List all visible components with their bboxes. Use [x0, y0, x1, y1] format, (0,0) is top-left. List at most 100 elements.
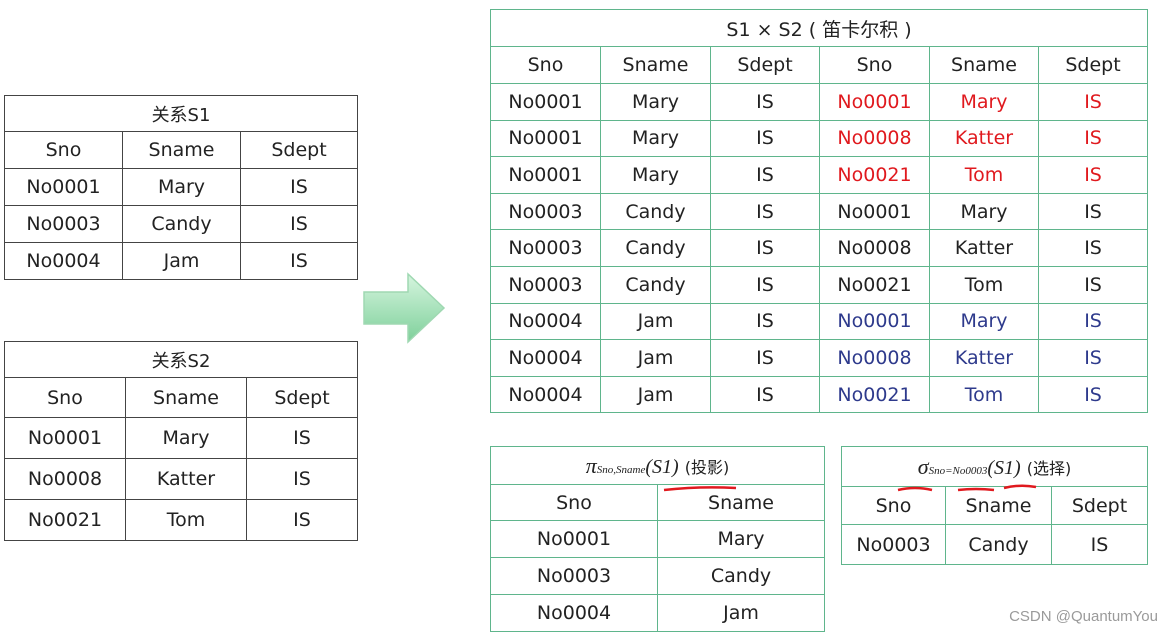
- cell: Katter: [929, 229, 1039, 267]
- projection-title: πSno,Sname(S1) (投影): [489, 446, 826, 485]
- header-sno: Sno: [841, 486, 946, 525]
- cell: IS: [1037, 265, 1149, 304]
- cell: Mary: [600, 119, 711, 158]
- cell: No0001: [819, 192, 930, 231]
- table-row: No0003 Candy IS: [841, 524, 1148, 565]
- cell: Candy: [600, 192, 711, 231]
- cell: Tom: [929, 156, 1039, 194]
- header-sdept: Sdept: [1051, 486, 1148, 525]
- header-sname: Sname: [600, 46, 711, 84]
- cell: Mary: [656, 520, 826, 558]
- cell: IS: [239, 242, 359, 280]
- cell: Candy: [600, 265, 711, 304]
- selection-title: σSno=No0003(S1) (选择): [841, 446, 1148, 487]
- cell: IS: [1037, 83, 1149, 121]
- relation-s1-title: 关系S1: [3, 95, 359, 132]
- cell: Jam: [600, 375, 711, 414]
- cell: No0001: [4, 168, 123, 206]
- cell: IS: [710, 119, 820, 158]
- cell: IS: [245, 499, 359, 541]
- cell: Jam: [656, 594, 826, 632]
- cell: IS: [1037, 119, 1149, 158]
- selection-label: (选择): [1026, 458, 1072, 478]
- cell: No0003: [490, 192, 601, 231]
- cell: Candy: [122, 205, 241, 243]
- cell: Jam: [600, 339, 711, 377]
- watermark: CSDN @QuantumYou: [1009, 608, 1158, 625]
- cell: IS: [239, 205, 359, 243]
- cell: IS: [710, 229, 820, 267]
- cartesian-product-table: S1 × S2 ( 笛卡尔积 ) Sno Sname Sdept Sno Sna…: [489, 9, 1149, 414]
- projection-arg: (S1): [645, 455, 679, 478]
- table-row: No0004 Jam: [490, 594, 826, 632]
- cell: No0001: [490, 520, 658, 558]
- header-sno: Sno: [4, 377, 126, 418]
- relation-s2-title: 关系S2: [3, 341, 359, 378]
- cell: IS: [1037, 302, 1149, 341]
- header-sname: Sname: [122, 131, 241, 169]
- cell: No0003: [841, 524, 946, 565]
- table-row: No0008 Katter IS: [4, 458, 359, 500]
- cell: No0021: [4, 499, 126, 541]
- cell: Tom: [125, 499, 247, 541]
- cell: IS: [710, 302, 820, 341]
- cell: Mary: [929, 83, 1039, 121]
- cell: No0001: [4, 417, 126, 459]
- right-arrow-icon: [363, 272, 446, 344]
- cell: No0003: [490, 557, 658, 595]
- cell: Mary: [600, 83, 711, 121]
- cell: No0004: [490, 375, 601, 414]
- cell: No0008: [819, 339, 930, 377]
- cell: No0001: [819, 302, 930, 341]
- table-row: No0004 Jam IS: [4, 242, 359, 280]
- cell: IS: [1051, 524, 1148, 565]
- projection-table: πSno,Sname(S1) (投影) Sno Sname No0001 Mar…: [489, 446, 826, 632]
- cell: No0004: [4, 242, 123, 280]
- projection-subscript: Sno,Sname: [596, 463, 646, 476]
- cell: IS: [245, 417, 359, 459]
- table-row: No0021 Tom IS: [4, 499, 359, 541]
- table-row: No0003 Candy: [490, 557, 826, 595]
- cell: IS: [710, 156, 820, 194]
- sigma-symbol: σ: [917, 453, 929, 479]
- cell: IS: [710, 83, 820, 121]
- table-row: No0001 Mary IS: [4, 168, 359, 206]
- cell: Tom: [929, 265, 1039, 304]
- cell: IS: [1037, 339, 1149, 377]
- selection-arg: (S1): [987, 456, 1021, 479]
- header-sname: Sname: [945, 486, 1052, 525]
- cell: Mary: [122, 168, 241, 206]
- projection-label: (投影): [684, 457, 730, 477]
- cell: IS: [710, 339, 820, 377]
- header-sdept: Sdept: [1037, 46, 1149, 84]
- cell: Mary: [929, 302, 1039, 341]
- header-sno: Sno: [4, 131, 123, 169]
- cell: Tom: [929, 375, 1039, 414]
- cell: No0008: [4, 458, 126, 500]
- header-sdept: Sdept: [710, 46, 820, 84]
- pi-symbol: π: [585, 452, 597, 478]
- cell: IS: [1037, 375, 1149, 414]
- cell: Candy: [600, 229, 711, 267]
- cell: Katter: [125, 458, 247, 500]
- cell: No0004: [490, 594, 658, 632]
- cell: Jam: [600, 302, 711, 341]
- table-row: No0001 Mary IS: [4, 417, 359, 459]
- selection-subscript: Sno=No0003: [928, 464, 988, 477]
- cell: IS: [710, 192, 820, 231]
- selection-table: σSno=No0003(S1) (选择) Sno Sname Sdept No0…: [841, 446, 1148, 565]
- cell: Candy: [656, 557, 826, 595]
- cell: No0008: [819, 119, 930, 158]
- header-sname: Sname: [929, 46, 1039, 84]
- cell: No0001: [490, 83, 601, 121]
- cell: No0003: [490, 229, 601, 267]
- cell: IS: [1037, 192, 1149, 231]
- cell: IS: [245, 458, 359, 500]
